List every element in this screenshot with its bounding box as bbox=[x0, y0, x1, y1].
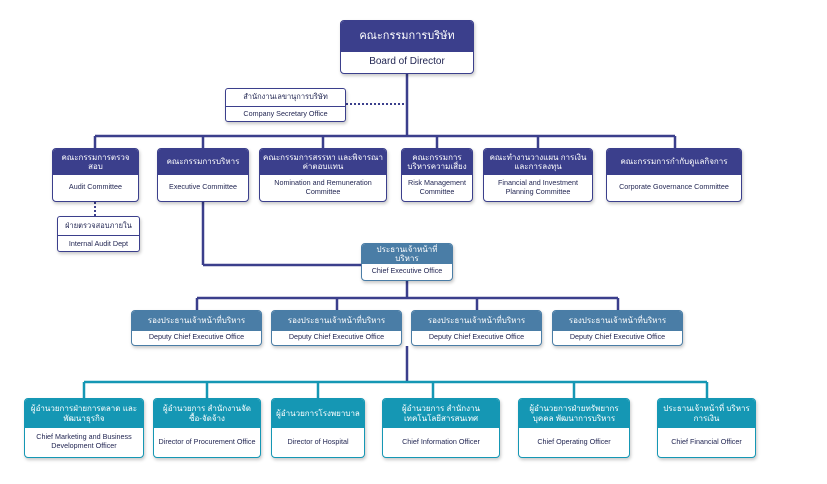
company-secretary-box: สำนักงานเลขานุการบริษัท Company Secretar… bbox=[225, 88, 346, 122]
internal-audit-box: ฝ่ายตรวจสอบภายใน Internal Audit Dept bbox=[57, 216, 140, 252]
officer-en-label: Director of Procurement Office bbox=[158, 436, 256, 446]
secretary-en-label: Company Secretary Office bbox=[243, 109, 328, 119]
chief-marketing-officer-box: ผู้อำนวยการฝ่ายการตลาด และพัฒนาธุรกิจ Ch… bbox=[24, 398, 144, 458]
officer-th-label: ผู้อำนวยการฝ่ายการตลาด และพัฒนาธุรกิจ bbox=[25, 399, 143, 428]
deputy-th-label: รองประธานเจ้าหน้าที่บริหาร bbox=[132, 311, 261, 331]
officer-th-label: ผู้อำนวยการโรงพยาบาล bbox=[272, 399, 364, 428]
hospital-director-box: ผู้อำนวยการโรงพยาบาล Director of Hospita… bbox=[271, 398, 365, 458]
officer-en-label: Director of Hospital bbox=[287, 436, 349, 446]
deputy-th-label: รองประธานเจ้าหน้าที่บริหาร bbox=[272, 311, 401, 331]
committee-th-label: คณะกรรมการสรรหา และพิจารณาค่าตอบแทน bbox=[260, 149, 386, 175]
committee-en-label: Corporate Governance Committee bbox=[619, 182, 729, 192]
officer-en-label: Chief Financial Officer bbox=[671, 436, 742, 446]
officer-th-label: ผู้อำนวยการ สำนักงานจัดซื้อ-จัดจ้าง bbox=[154, 399, 260, 428]
chief-financial-officer-box: ประธานเจ้าหน้าที่ บริหารการเงิน Chief Fi… bbox=[657, 398, 756, 458]
internal-audit-en-label: Internal Audit Dept bbox=[68, 238, 129, 248]
ceo-en-label: Chief Executive Office bbox=[371, 266, 443, 276]
corporate-governance-committee-box: คณะกรรมการกำกับดูแลกิจการ Corporate Gove… bbox=[606, 148, 742, 202]
committee-en-label: Executive Committee bbox=[169, 182, 237, 192]
deputy-ceo-box: รองประธานเจ้าหน้าที่บริหาร Deputy Chief … bbox=[411, 310, 542, 346]
committee-th-label: คณะกรรมการกำกับดูแลกิจการ bbox=[607, 149, 741, 175]
deputy-ceo-box: รองประธานเจ้าหน้าที่บริหาร Deputy Chief … bbox=[552, 310, 683, 346]
committee-th-label: คณะกรรมการตรวจสอบ bbox=[53, 149, 138, 175]
deputy-en-label: Deputy Chief Executive Office bbox=[569, 332, 666, 342]
officer-en-label: Chief Marketing and Business Development… bbox=[36, 432, 132, 450]
deputy-th-label: รองประธานเจ้าหน้าที่บริหาร bbox=[412, 311, 541, 331]
internal-audit-th-label: ฝ่ายตรวจสอบภายใน bbox=[58, 217, 139, 236]
procurement-director-box: ผู้อำนวยการ สำนักงานจัดซื้อ-จัดจ้าง Dire… bbox=[153, 398, 261, 458]
chief-operating-officer-box: ผู้อำนวยการฝ่ายทรัพยากรบุคคล พัฒนาการบริ… bbox=[518, 398, 630, 458]
board-th-label: คณะกรรมการบริษัท bbox=[341, 21, 473, 52]
nomination-committee-box: คณะกรรมการสรรหา และพิจารณาค่าตอบแทน Nomi… bbox=[259, 148, 387, 202]
deputy-en-label: Deputy Chief Executive Office bbox=[428, 332, 525, 342]
officer-th-label: ผู้อำนวยการ สำนักงานเทคโนโลยีสารสนเทศ bbox=[383, 399, 499, 428]
executive-committee-box: คณะกรรมการบริหาร Executive Committee bbox=[157, 148, 249, 202]
committee-en-label: Risk Management Committee bbox=[408, 177, 466, 196]
deputy-ceo-box: รองประธานเจ้าหน้าที่บริหาร Deputy Chief … bbox=[271, 310, 402, 346]
committee-en-label: Nomination and Remuneration Committee bbox=[274, 177, 372, 196]
deputy-en-label: Deputy Chief Executive Office bbox=[288, 332, 385, 342]
officer-en-label: Chief Operating Officer bbox=[537, 436, 611, 446]
officer-th-label: ผู้อำนวยการฝ่ายทรัพยากรบุคคล พัฒนาการบริ… bbox=[519, 399, 629, 428]
committee-th-label: คณะทำงานวางแผน การเงินและการลงทุน bbox=[484, 149, 592, 175]
committee-th-label: คณะกรรมการ บริหารความเสี่ยง bbox=[402, 149, 472, 175]
officer-en-label: Chief Information Officer bbox=[402, 436, 480, 446]
board-en-label: Board of Director bbox=[369, 56, 445, 67]
ceo-box: ประธานเจ้าหน้าที่บริหาร Chief Executive … bbox=[361, 243, 453, 281]
deputy-ceo-box: รองประธานเจ้าหน้าที่บริหาร Deputy Chief … bbox=[131, 310, 262, 346]
secretary-th-label: สำนักงานเลขานุการบริษัท bbox=[226, 89, 345, 107]
financial-planning-committee-box: คณะทำงานวางแผน การเงินและการลงทุน Financ… bbox=[483, 148, 593, 202]
committee-en-label: Financial and Investment Planning Commit… bbox=[498, 177, 578, 196]
risk-management-committee-box: คณะกรรมการ บริหารความเสี่ยง Risk Managem… bbox=[401, 148, 473, 202]
audit-committee-box: คณะกรรมการตรวจสอบ Audit Committee bbox=[52, 148, 139, 202]
chief-information-officer-box: ผู้อำนวยการ สำนักงานเทคโนโลยีสารสนเทศ Ch… bbox=[382, 398, 500, 458]
board-of-director-box: คณะกรรมการบริษัท Board of Director bbox=[340, 20, 474, 74]
committee-en-label: Audit Committee bbox=[68, 182, 123, 192]
ceo-th-label: ประธานเจ้าหน้าที่บริหาร bbox=[362, 244, 452, 264]
committee-th-label: คณะกรรมการบริหาร bbox=[158, 149, 248, 175]
deputy-en-label: Deputy Chief Executive Office bbox=[148, 332, 245, 342]
deputy-th-label: รองประธานเจ้าหน้าที่บริหาร bbox=[553, 311, 682, 331]
officer-th-label: ประธานเจ้าหน้าที่ บริหารการเงิน bbox=[658, 399, 755, 428]
